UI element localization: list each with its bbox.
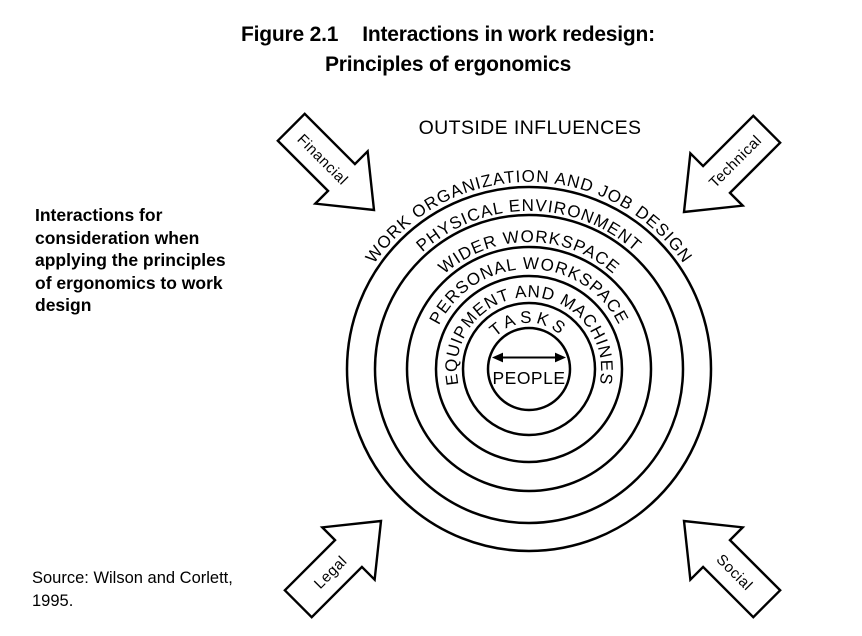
figure-title-text: Interactions in work redesign: (362, 23, 655, 46)
ring-circle-wider-workspace (373, 213, 685, 525)
outside-influences-label: OUTSIDE INFLUENCES (419, 117, 642, 139)
bidirectional-arrow-left-head (492, 352, 503, 363)
figure-title: Figure 2.1 Interactions in work redesign:… (118, 20, 778, 80)
figure-title-line2: Principles of ergonomics (324, 53, 572, 76)
side-note: Interactions for consideration when appl… (35, 205, 226, 315)
social-arrow: Social (682, 519, 782, 619)
bidirectional-arrow-icon (492, 352, 566, 363)
legal-arrow-shape (283, 519, 383, 619)
ring-circle-people (486, 326, 572, 412)
figure-number: Figure 2.1 (241, 23, 339, 46)
legal-arrow: Legal (283, 519, 383, 619)
ring-circle-tasks (461, 301, 597, 437)
source-citation: Source: Wilson and Corlett, 1995. (32, 569, 233, 610)
social-arrow-shape (682, 519, 782, 619)
financial-arrow: Financial (276, 112, 376, 212)
financial-arrow-shape (276, 112, 376, 212)
technical-arrow-shape (682, 114, 782, 214)
ring-circle-physical-environment (345, 185, 713, 553)
ring-label-tasks: TASKS (486, 308, 572, 340)
figure-title-line1: Figure 2.1 Interactions in work redesign: (118, 20, 778, 50)
technical-arrow: Technical (682, 114, 782, 214)
center-label-people: PEOPLE (492, 368, 565, 388)
bidirectional-arrow-right-head (555, 352, 566, 363)
ring-circle-equipment-and-machines (434, 274, 624, 464)
ring-circle-personal-workspace (405, 245, 653, 493)
ring-label-work-organization: WORK ORGANIZATION AND JOB DESIGN (362, 167, 696, 267)
